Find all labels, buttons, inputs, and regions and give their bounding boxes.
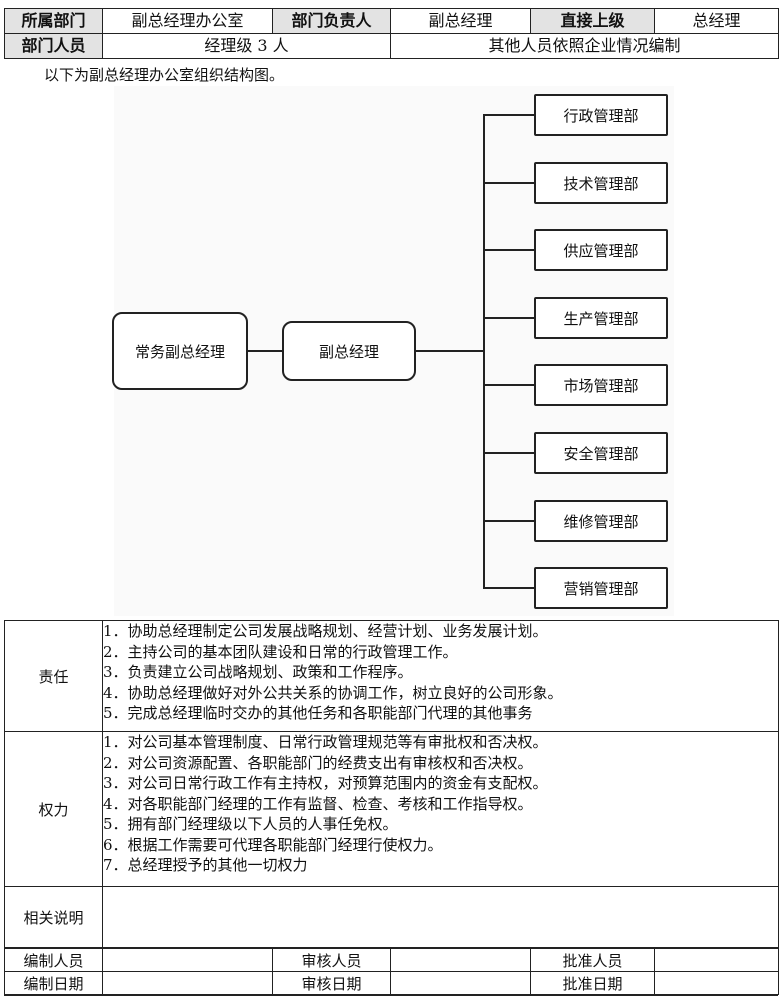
power-item: 4．对各职能部门经理的工作有监督、检查、考核和工作指导权。: [103, 794, 533, 813]
reviewer-value: [390, 948, 531, 972]
branch-line: [484, 384, 534, 386]
responsibility-table: 责任 1．协助总经理制定公司发展战略规划、经营计划、业务发展计划。 2．主持公司…: [4, 620, 779, 948]
dept-box-admin: 行政管理部: [534, 94, 668, 136]
duty-item: 3．负责建立公司战略规划、政策和工作程序。: [103, 663, 413, 681]
duties-list: 1．协助总经理制定公司发展战略规划、经营计划、业务发展计划。 2．主持公司的基本…: [102, 620, 779, 732]
duty-item: 2．主持公司的基本团队建设和日常的行政管理工作。: [103, 642, 458, 661]
bottom-rule: [4, 994, 778, 996]
power-item: 6．根据工作需要可代理各职能部门经理行使权力。: [103, 835, 443, 854]
dept-box-sales: 营销管理部: [534, 567, 668, 609]
org-chart: 常务副总经理 副总经理 行政管理部 技术管理部 供应管理部 生产管理部 市场管理…: [4, 8, 782, 628]
approver-value: [654, 948, 779, 972]
head-label: 部门负责人: [272, 8, 391, 34]
approve-date-value: [654, 971, 779, 995]
branch-line: [484, 114, 534, 116]
org-box-mid: 副总经理: [282, 321, 416, 381]
branch-line: [484, 452, 534, 454]
prep-date-label: 编制日期: [4, 971, 103, 995]
dept-box-production: 生产管理部: [534, 297, 668, 339]
dept-box-supply: 供应管理部: [534, 229, 668, 271]
power-item: 7．总经理授予的其他一切权力: [103, 856, 308, 874]
power-item: 2．对公司资源配置、各职能部门的经费支出有审核权和否决权。: [103, 753, 533, 772]
dept-box-safety: 安全管理部: [534, 432, 668, 474]
branch-line: [484, 182, 534, 184]
branch-line: [484, 249, 534, 251]
approver-label: 批准人员: [530, 948, 655, 972]
duty-item: 4．协助总经理做好对外公共关系的协调工作，树立良好的公司形象。: [103, 683, 563, 702]
connector-top-mid: [248, 350, 282, 352]
powers-label: 权力: [4, 731, 103, 887]
dept-box-tech: 技术管理部: [534, 162, 668, 204]
dept-box-market: 市场管理部: [534, 364, 668, 406]
connector-spine: [483, 114, 485, 589]
power-item: 5．拥有部门经理级以下人员的人事任免权。: [103, 815, 398, 833]
duty-item: 5．完成总经理临时交办的其他任务和各职能部门代理的其他事务: [103, 704, 533, 722]
review-date-label: 审核日期: [272, 971, 391, 995]
duties-label: 责任: [4, 620, 103, 732]
powers-list: 1．对公司基本管理制度、日常行政管理规范等有审批权和否决权。 2．对公司资源配置…: [102, 731, 779, 887]
power-item: 3．对公司日常行政工作有主持权，对预算范围内的资金有支配权。: [103, 774, 548, 792]
preparer-value: [102, 948, 273, 972]
connector-mid-spine: [416, 350, 484, 352]
review-date-value: [390, 971, 531, 995]
duty-item: 1．协助总经理制定公司发展战略规划、经营计划、业务发展计划。: [103, 622, 548, 640]
header-table: 所属部门 副总经理办公室 部门负责人 副总经理 直接上级 总经理 部门人员 经理…: [4, 8, 779, 59]
notes-content: [102, 886, 779, 948]
dept-box-maintenance: 维修管理部: [534, 500, 668, 542]
superior-value: 总经理: [654, 8, 779, 34]
branch-line: [484, 317, 534, 319]
signature-table: 编制人员 审核人员 批准人员 编制日期 审核日期 批准日期: [4, 948, 779, 995]
notes-label: 相关说明: [4, 886, 103, 948]
reviewer-label: 审核人员: [272, 948, 391, 972]
prep-date-value: [102, 971, 273, 995]
other-staff-value: 其他人员依照企业情况编制: [390, 33, 779, 59]
dept-value: 副总经理办公室: [102, 8, 273, 34]
job-description-page: 所属部门 副总经理办公室 部门负责人 副总经理 直接上级 总经理 部门人员 经理…: [4, 8, 779, 996]
staff-value: 经理级 3 人: [102, 33, 391, 59]
branch-line: [484, 587, 534, 589]
superior-label: 直接上级: [530, 8, 655, 34]
preparer-label: 编制人员: [4, 948, 103, 972]
dept-label: 所属部门: [4, 8, 103, 34]
intro-text: 以下为副总经理办公室组织结构图。: [44, 66, 285, 84]
approve-date-label: 批准日期: [530, 971, 655, 995]
staff-label: 部门人员: [4, 33, 103, 59]
branch-line: [484, 520, 534, 522]
power-item: 1．对公司基本管理制度、日常行政管理规范等有审批权和否决权。: [103, 733, 548, 751]
org-box-top: 常务副总经理: [112, 312, 248, 390]
